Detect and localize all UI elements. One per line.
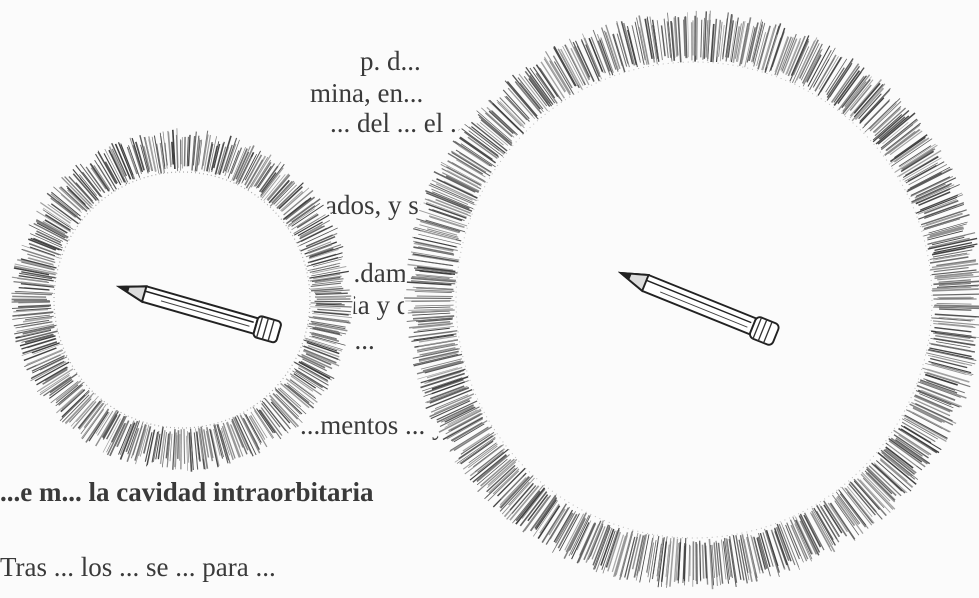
hatch-stroke	[185, 137, 186, 166]
hatch-stroke	[179, 434, 180, 461]
hatch-stroke	[178, 430, 179, 459]
hatch-stroke	[935, 305, 979, 306]
hatch-stroke	[184, 429, 185, 464]
hatch-stroke	[12, 296, 46, 297]
hatch-stroke	[311, 303, 342, 304]
hatch-stroke	[316, 297, 346, 298]
hatch-stroke	[12, 302, 51, 303]
hatch-stroke	[417, 296, 453, 297]
